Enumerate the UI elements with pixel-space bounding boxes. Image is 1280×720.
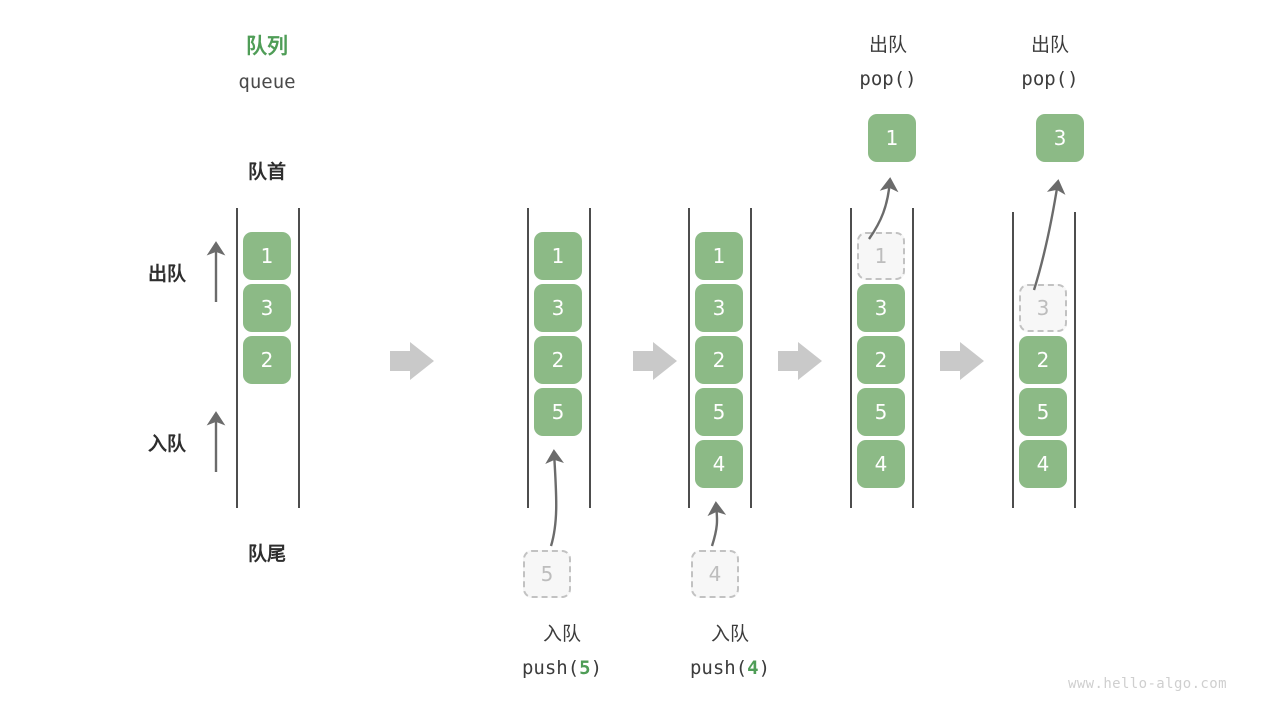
popped-cell: 3 (1036, 114, 1084, 162)
queue-cell: 2 (695, 336, 743, 384)
step-op-label: 入队 (542, 623, 582, 645)
step-op-code: push(5) (522, 656, 602, 680)
queue-cell: 5 (1019, 388, 1067, 436)
queue-cell: 1 (243, 232, 291, 280)
queue-rail-right-2 (589, 208, 591, 508)
op-code-suffix: ) (905, 68, 917, 90)
step-op-code: pop() (1021, 67, 1078, 91)
queue-rail-left-5 (1012, 212, 1014, 508)
op-code-argument: 5 (579, 657, 591, 679)
queue-cell: 2 (243, 336, 291, 384)
step-arrow-icon (778, 342, 822, 380)
queue-rail-left-2 (527, 208, 529, 508)
op-code-suffix: ) (1067, 68, 1079, 90)
op-code-prefix: pop( (1021, 68, 1068, 90)
watermark: www.hello-algo.com (1068, 676, 1227, 692)
op-code-suffix: ) (758, 657, 771, 679)
op-code-prefix: push( (689, 657, 748, 679)
queue-cell: 5 (695, 388, 743, 436)
queue-tail-label: 队尾 (247, 543, 287, 565)
step-op-label: 出队 (868, 34, 908, 56)
queue-cell: 1 (534, 232, 582, 280)
push-4-arrow-icon (707, 501, 727, 547)
dequeue-direction-label: 出队 (148, 263, 187, 285)
push-5-arrow-icon (545, 449, 564, 547)
queue-cell: 4 (695, 440, 743, 488)
diagram-title-cn: 队列 (246, 34, 288, 58)
queue-cell: 1 (695, 232, 743, 280)
queue-rail-left-4 (850, 208, 852, 508)
queue-rail-left-3 (688, 208, 690, 508)
step-op-code: pop() (859, 67, 916, 91)
queue-cell: 5 (534, 388, 582, 436)
queue-cell: 4 (857, 440, 905, 488)
outgoing-ghost-cell: 1 (857, 232, 905, 280)
step-arrow-icon (390, 342, 434, 380)
queue-rail-right-4 (912, 208, 914, 508)
queue-cell: 3 (857, 284, 905, 332)
op-code-argument: 4 (747, 657, 759, 679)
queue-cell: 3 (534, 284, 582, 332)
enqueue-direction-label: 入队 (148, 433, 187, 455)
queue-rail-right-5 (1074, 212, 1076, 508)
queue-cell: 3 (695, 284, 743, 332)
queue-cell: 3 (243, 284, 291, 332)
step-op-code: push(4) (690, 656, 770, 680)
queue-rail-right-1 (298, 208, 300, 508)
queue-rail-left-1 (236, 208, 238, 508)
incoming-ghost-cell: 4 (691, 550, 739, 598)
diagram-title-en: queue (238, 71, 296, 93)
queue-cell: 2 (1019, 336, 1067, 384)
op-code-suffix: ) (590, 657, 603, 679)
queue-cell: 5 (857, 388, 905, 436)
step-op-label: 入队 (710, 623, 750, 645)
op-code-prefix: push( (521, 657, 580, 679)
incoming-ghost-cell: 5 (523, 550, 571, 598)
popped-cell: 1 (868, 114, 916, 162)
pop-3-arrow-icon (1032, 179, 1066, 291)
queue-head-label: 队首 (247, 161, 287, 183)
queue-rail-right-3 (750, 208, 752, 508)
op-code-prefix: pop( (859, 68, 906, 90)
queue-cell: 2 (857, 336, 905, 384)
queue-cell: 4 (1019, 440, 1067, 488)
step-op-label: 出队 (1030, 34, 1070, 56)
step-arrow-icon (633, 342, 677, 380)
step-arrow-icon (940, 342, 984, 380)
pop-1-arrow-icon (868, 177, 899, 240)
outgoing-ghost-cell: 3 (1019, 284, 1067, 332)
queue-cell: 2 (534, 336, 582, 384)
